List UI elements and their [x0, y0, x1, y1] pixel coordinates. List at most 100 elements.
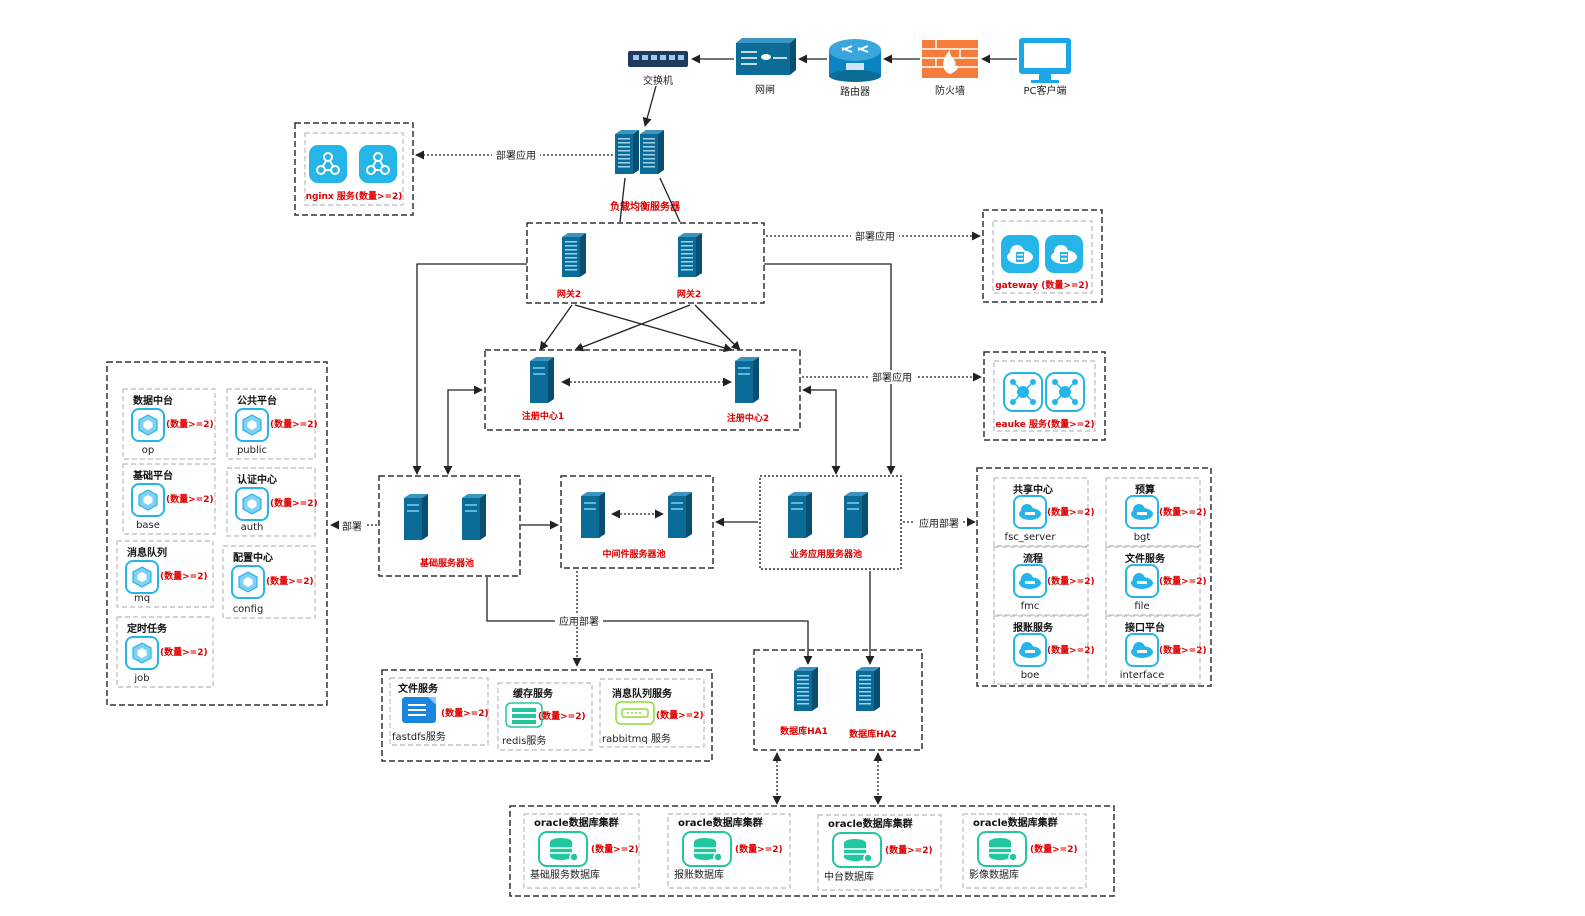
mw-card-title: 文件服务 — [398, 682, 439, 695]
service-card-name: config — [233, 604, 264, 615]
switch-node: 交换机 — [628, 51, 688, 87]
service-card: 数据中台(数量>=2)op — [122, 388, 216, 460]
message-queue-icon — [615, 701, 655, 725]
load-balancer-node: 负载均衡服务器 — [610, 130, 681, 213]
service-card-count: (数量>=2) — [1159, 644, 1207, 656]
gateway-svc-label: gateway (数量>=2) — [995, 279, 1089, 291]
service-card-name: base — [136, 520, 160, 531]
cube-icon — [125, 560, 159, 594]
service-card-frame — [222, 545, 316, 619]
service-card-count: (数量>=2) — [1159, 506, 1207, 518]
database-icon — [538, 831, 588, 867]
edge-label-deploy-app: 部署应用 — [872, 371, 912, 384]
service-card-name: mq — [134, 593, 150, 604]
service-card: 接口平台(数量>=2)interface — [1105, 615, 1207, 685]
service-card-count: (数量>=2) — [1047, 644, 1095, 656]
middleware-services-group — [381, 669, 713, 762]
service-card-count: (数量>=2) — [1047, 575, 1095, 587]
mw-card-title: 缓存服务 — [512, 687, 554, 700]
db-card-count: (数量>=2) — [735, 843, 783, 855]
registry-1-label: 注册中心1 — [522, 410, 564, 422]
business-server-icon — [788, 492, 812, 538]
service-card: 认证中心(数量>=2)auth — [226, 467, 318, 537]
cache-stack-icon — [505, 702, 543, 728]
mw-card-count: (数量>=2) — [656, 709, 704, 721]
db-card-count: (数量>=2) — [885, 844, 933, 856]
service-card: 流程 (数量>=2) fmc — [993, 546, 1095, 616]
service-card-count: (数量>=2) — [1047, 506, 1095, 518]
edge-gw2-reg1 — [574, 304, 691, 352]
service-card-name: fmc — [1021, 601, 1040, 612]
service-card-count: (数量>=2) — [160, 646, 208, 658]
router-node: 路由器 — [829, 39, 881, 98]
db-card-title: oracle数据库集群 — [678, 816, 763, 829]
service-card-frame — [122, 463, 216, 535]
gateway-server-icon — [678, 233, 702, 277]
edge-gw1-reg2 — [574, 304, 733, 353]
base-pool-server-icon — [404, 494, 428, 540]
db-ha2-label: 数据库HA2 — [849, 728, 897, 740]
database-icon — [977, 831, 1027, 867]
file-doc-icon — [402, 697, 436, 723]
edge-registry-business — [802, 385, 841, 475]
service-card: 配置中心(数量>=2)config — [222, 545, 316, 619]
service-card: 报账服务(数量>=2)boe — [993, 615, 1095, 685]
edge-lb-gw-right — [659, 177, 681, 223]
edge-registry-base — [443, 385, 483, 475]
lb-label: 负载均衡服务器 — [610, 200, 681, 213]
eauke-label: eauke 服务(数量>=2) — [995, 418, 1094, 430]
eauke-inner — [993, 360, 1096, 432]
base-pool-server-icon — [462, 494, 486, 540]
cube-icon — [235, 408, 269, 442]
database-icon — [682, 831, 732, 867]
gateway-svc-group — [982, 209, 1103, 303]
mw-card-name: fastdfs服务 — [392, 730, 446, 743]
gateway-svc-inner — [992, 220, 1093, 294]
db-card-name: 中台数据库 — [824, 870, 874, 883]
edge-label-deploy-app: 部署应用 — [855, 230, 895, 243]
service-card-title: 消息队列 — [127, 546, 167, 559]
service-card: 消息队列(数量>=2)mq — [116, 540, 214, 608]
db-card: oracle数据库集群(数量>=2)中台数据库 — [817, 814, 942, 891]
gatekeeper-node: 网闸 — [736, 38, 796, 96]
service-card-name: auth — [241, 522, 264, 533]
oracle-cluster-list: oracle数据库集群(数量>=2)基础服务数据库oracle数据库集群(数量>… — [523, 813, 1087, 891]
service-card-title: 流程 — [1023, 552, 1043, 565]
service-card-name: public — [237, 445, 267, 456]
firewall-icon — [922, 40, 978, 78]
business-pool-label: 业务应用服务器池 — [790, 548, 862, 560]
service-card: 公共平台(数量>=2)public — [226, 388, 318, 460]
db-card: oracle数据库集群(数量>=2)报账数据库 — [667, 813, 791, 889]
service-card-frame — [226, 467, 316, 537]
mw-card — [599, 678, 705, 748]
nginx-label: nginx 服务(数量>=2) — [306, 190, 403, 202]
service-card-name: fsc_server — [1005, 532, 1057, 543]
edge-gw-business-pool — [764, 263, 896, 475]
gateway-server-icon — [562, 233, 586, 277]
service-card-count: (数量>=2) — [266, 575, 314, 587]
db-ha-group — [753, 649, 923, 751]
service-card: 定时任务(数量>=2)job — [116, 616, 214, 688]
service-card-title: 基础平台 — [132, 469, 173, 482]
nginx-inner — [304, 132, 404, 206]
eauke-group — [983, 351, 1106, 441]
service-card-title: 公共平台 — [237, 394, 277, 407]
gateway-group — [526, 222, 765, 304]
eauke-network-icon — [1003, 372, 1043, 412]
cube-icon — [131, 483, 165, 517]
mw-card-title: 消息队列服务 — [612, 687, 673, 700]
db-card-frame — [667, 813, 791, 889]
middleware-pool-label: 中间件服务器池 — [602, 548, 665, 560]
firewall-node: 防火墙 — [922, 40, 978, 97]
db-ha1-label: 数据库HA1 — [780, 725, 828, 737]
mw-card — [497, 682, 593, 751]
service-card-title: 文件服务 — [1125, 552, 1166, 565]
service-card-frame — [993, 615, 1089, 685]
service-card-count: (数量>=2) — [1159, 575, 1207, 587]
db-card-title: oracle数据库集群 — [534, 816, 619, 829]
service-card: 共享中心(数量>=2)fsc_server — [993, 477, 1095, 547]
service-card: 文件服务(数量>=2)file — [1105, 546, 1207, 616]
service-card-title: 接口平台 — [1125, 621, 1165, 634]
db-card-title: oracle数据库集群 — [973, 816, 1058, 829]
service-card-frame — [1105, 477, 1201, 547]
